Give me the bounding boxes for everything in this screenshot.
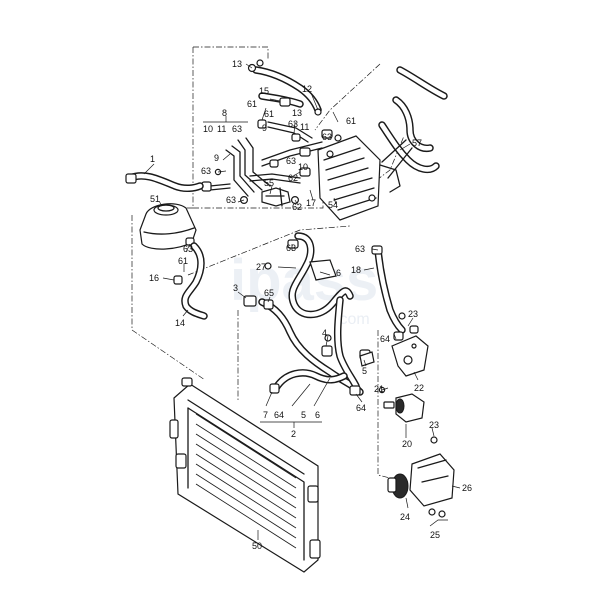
callout-23: 23 <box>429 420 439 430</box>
callout-5: 5 <box>301 410 306 420</box>
radiator <box>169 377 321 573</box>
leader-lines <box>143 63 461 540</box>
callout-2: 2 <box>291 429 296 439</box>
expansion-tank <box>139 203 197 250</box>
callout-7: 7 <box>263 410 268 420</box>
callout-61: 61 <box>247 99 257 109</box>
callout-labels: 13 15 12 8 10 11 63 61 61 13 9 11 63 61 … <box>149 59 472 551</box>
callout-61: 61 <box>178 256 188 266</box>
callout-57: 57 <box>412 138 422 148</box>
callout-64: 64 <box>274 410 284 420</box>
heat-exchanger <box>317 135 401 221</box>
callout-55: 55 <box>264 178 274 188</box>
callout-14: 14 <box>175 318 185 328</box>
callout-5: 5 <box>362 366 367 376</box>
callout-25: 25 <box>430 530 440 540</box>
callout-4: 4 <box>322 328 327 338</box>
bracket <box>391 335 429 377</box>
callout-13: 13 <box>232 59 242 69</box>
callout-3: 3 <box>233 283 238 293</box>
callout-63: 63 <box>226 195 236 205</box>
callout-62: 62 <box>288 173 298 183</box>
callout-15: 15 <box>259 86 269 96</box>
callout-51: 51 <box>150 194 160 204</box>
callout-26: 26 <box>462 483 472 493</box>
callout-63: 63 <box>183 244 193 254</box>
callout-17: 17 <box>306 198 316 208</box>
auxiliary-pump <box>387 436 455 518</box>
callout-63: 63 <box>232 124 242 134</box>
callout-18: 18 <box>351 265 361 275</box>
callout-50: 50 <box>252 541 262 551</box>
callout-63: 63 <box>322 132 332 142</box>
callout-1: 1 <box>150 154 155 164</box>
callout-54: 54 <box>328 200 338 210</box>
hose-1 <box>125 172 204 193</box>
callout-11: 11 <box>217 124 226 134</box>
callout-9: 9 <box>214 153 219 163</box>
callout-63: 63 <box>286 243 296 253</box>
callout-63: 63 <box>286 156 296 166</box>
callout-11: 11 <box>300 122 309 132</box>
callout-62: 62 <box>292 202 302 212</box>
callout-64: 64 <box>356 403 366 413</box>
callout-23: 23 <box>408 309 418 319</box>
callout-63: 63 <box>288 119 298 129</box>
callout-10: 10 <box>203 124 213 134</box>
lower-hoses <box>243 232 419 396</box>
callout-20: 20 <box>402 439 412 449</box>
callout-61: 61 <box>264 109 274 119</box>
callout-22: 22 <box>414 383 424 393</box>
callout-12: 12 <box>302 84 312 94</box>
callout-65: 65 <box>264 288 274 298</box>
upper-coolant-pipes <box>201 59 342 205</box>
callout-24: 24 <box>400 512 410 522</box>
callout-16: 16 <box>149 273 159 283</box>
callout-8: 8 <box>222 108 227 118</box>
callout-27: 27 <box>256 262 266 272</box>
callout-13: 13 <box>292 108 302 118</box>
callout-63: 63 <box>355 244 365 254</box>
callout-6: 6 <box>315 410 320 420</box>
callout-64: 64 <box>380 334 390 344</box>
thermostat-housing <box>261 187 291 207</box>
corrugated-hose <box>378 66 448 179</box>
pump-20 <box>383 393 425 423</box>
callout-61: 61 <box>346 116 356 126</box>
callout-6: 6 <box>336 268 341 278</box>
callout-63: 63 <box>201 166 211 176</box>
callout-9: 9 <box>262 123 267 133</box>
callout-21: 21 <box>374 384 384 394</box>
callout-10: 10 <box>298 162 308 172</box>
watermark-site: .com <box>335 311 370 328</box>
hose-14 <box>173 242 208 320</box>
